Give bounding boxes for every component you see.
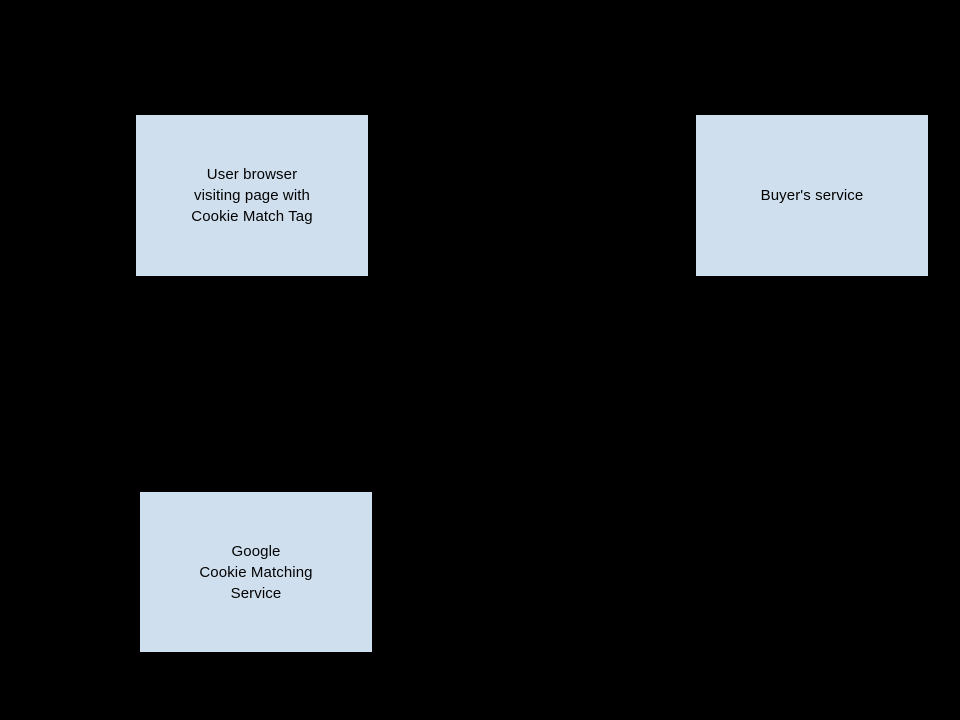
node-buyers-service[interactable]: Buyer's service bbox=[696, 115, 928, 276]
node-buyers-service-label: Buyer's service bbox=[760, 187, 864, 204]
node-google-cookie-matching-service-label: Google Cookie Matching Service bbox=[199, 542, 313, 602]
node-google-cookie-matching-service[interactable]: Google Cookie Matching Service bbox=[140, 492, 372, 652]
node-user-browser-label: User browser visiting page with Cookie M… bbox=[191, 166, 313, 225]
node-user-browser[interactable]: User browser visiting page with Cookie M… bbox=[136, 115, 368, 276]
